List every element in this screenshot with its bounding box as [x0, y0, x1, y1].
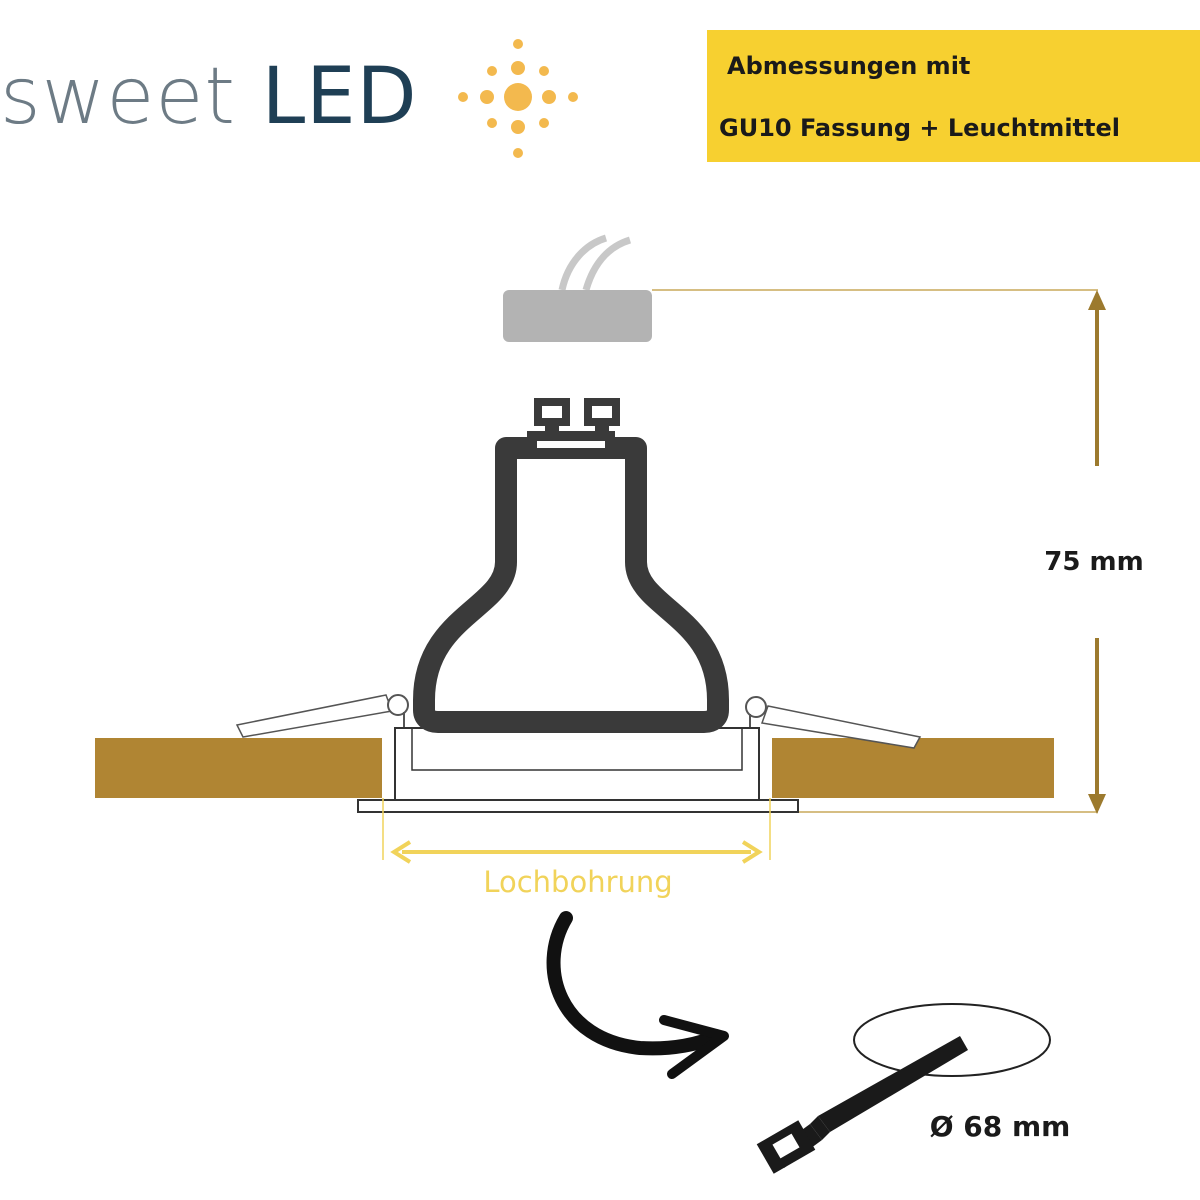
- brand-word-led: LED: [261, 52, 418, 142]
- curved-arrow-icon: [546, 911, 729, 1079]
- banner-line-1: Abmessungen mit: [727, 52, 971, 80]
- sun-icon: [458, 39, 578, 158]
- height-label: 75 mm: [1044, 547, 1143, 577]
- socket-icon: [503, 234, 652, 342]
- height-dimension-arrow: [1088, 290, 1106, 814]
- hole-dimension-arrow: [390, 840, 763, 864]
- brand-word-sweet: sweet: [0, 52, 236, 142]
- hole-label: Lochbohrung: [483, 865, 672, 899]
- diameter-label: Ø 68 mm: [930, 1110, 1071, 1143]
- spring-clip-right: [745, 696, 922, 800]
- saw-icon: [756, 1036, 968, 1174]
- ceiling-board-left: [95, 738, 382, 798]
- brand-logo: sweet LED: [0, 58, 418, 136]
- gu10-bulb-icon: [413, 398, 729, 733]
- hole-outline-icon: [853, 1003, 1051, 1077]
- banner-line-2: GU10 Fassung + Leuchtmittel: [719, 114, 1120, 142]
- fixture-housing: [357, 727, 799, 813]
- dimensions-banner: Abmessungen mit GU10 Fassung + Leuchtmit…: [707, 30, 1200, 162]
